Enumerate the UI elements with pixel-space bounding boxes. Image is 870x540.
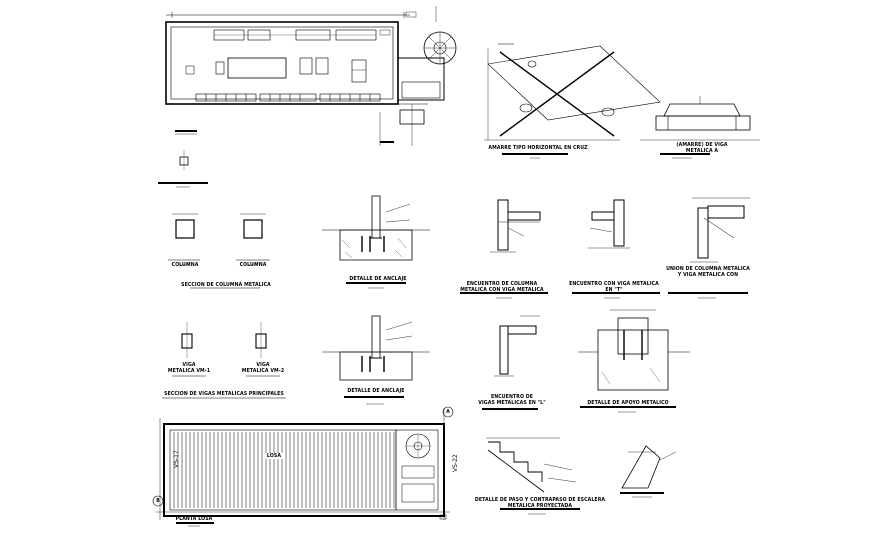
caption-det-paso2: METALICA PROYECTADA <box>507 503 573 509</box>
grid-marker-a: A <box>446 409 450 415</box>
caption-encuentro-viga-l: ENCUENTRO DE <box>490 394 534 400</box>
caption-seccion-vigas: SECCION DE VIGAS METALICAS PRINCIPALES <box>164 391 284 397</box>
caption-encuentro-viga: ENCUENTRO CON VIGA METALICA <box>569 281 659 287</box>
caption-planta-losa: PLANTA LOSA <box>175 516 213 522</box>
caption-col2: COLUMNA <box>239 262 267 268</box>
column-beam-union-detail <box>668 197 750 299</box>
beam-detail <box>640 96 760 159</box>
column-sections <box>168 213 270 289</box>
caption-encuentro-col2: METALICA CON VIGA METALICA <box>460 287 544 293</box>
slab-label: LOSA <box>264 453 284 459</box>
gusset-detail <box>620 445 677 498</box>
caption-det-paso: DETALLE DE PASO Y CONTRAPASO DE ESCALERA <box>474 497 606 503</box>
metal-support-detail <box>578 309 690 413</box>
caption-column-section: SECCION DE COLUMNA METALICA <box>181 282 271 288</box>
caption-viga1b: METALICA VM-1 <box>167 368 211 374</box>
floor-plan <box>165 6 457 146</box>
column-mark <box>158 150 208 188</box>
caption-viga2a: VIGA <box>256 362 270 368</box>
beam-t-joint-detail <box>572 199 660 299</box>
grid-marker-b: B <box>156 498 160 504</box>
axis-vs22: VS-22 <box>452 454 459 472</box>
caption-union-col: UNION DE COLUMNA METALICA <box>666 266 750 272</box>
caption-union-col2: Y VIGA METALICA CON <box>677 272 739 278</box>
caption-viga1a: VIGA <box>182 362 196 368</box>
roof-slab-plan <box>152 406 454 527</box>
caption-det-anclaje: DETALLE DE ANCLAJE <box>349 276 407 282</box>
caption-encuentro-viga2: EN "T" <box>605 287 623 293</box>
caption-encuentro-viga-l2: VIGAS METALICAS EN "L" <box>478 400 546 406</box>
caption-det-anclaje2: DETALLE DE ANCLAJE <box>347 388 405 394</box>
anchorage-detail-2 <box>322 315 430 405</box>
caption-col1: COLUMNA <box>171 262 199 268</box>
beam-sections <box>162 322 286 399</box>
caption-detail-a-sub: METALICA A <box>685 148 719 154</box>
anchorage-detail-1 <box>322 195 430 289</box>
axis-vs17: VS-17 <box>173 450 180 468</box>
cross-bracing <box>484 43 661 159</box>
beam-l-joint-detail <box>482 315 540 410</box>
caption-perspective-brace: AMARRE TIPO HORIZONTAL EN CRUZ <box>488 145 588 151</box>
caption-encuentro-col: ENCUENTRO DE COLUMNA <box>466 281 538 287</box>
stair-detail <box>486 437 580 515</box>
caption-det-apoyo: DETALLE DE APOYO METALICO <box>587 400 669 406</box>
caption-viga2b: METALICA VM-2 <box>241 368 285 374</box>
column-joint-detail <box>460 199 548 299</box>
caption-detail-a: (AMARRE) DE VIGA <box>676 142 728 148</box>
